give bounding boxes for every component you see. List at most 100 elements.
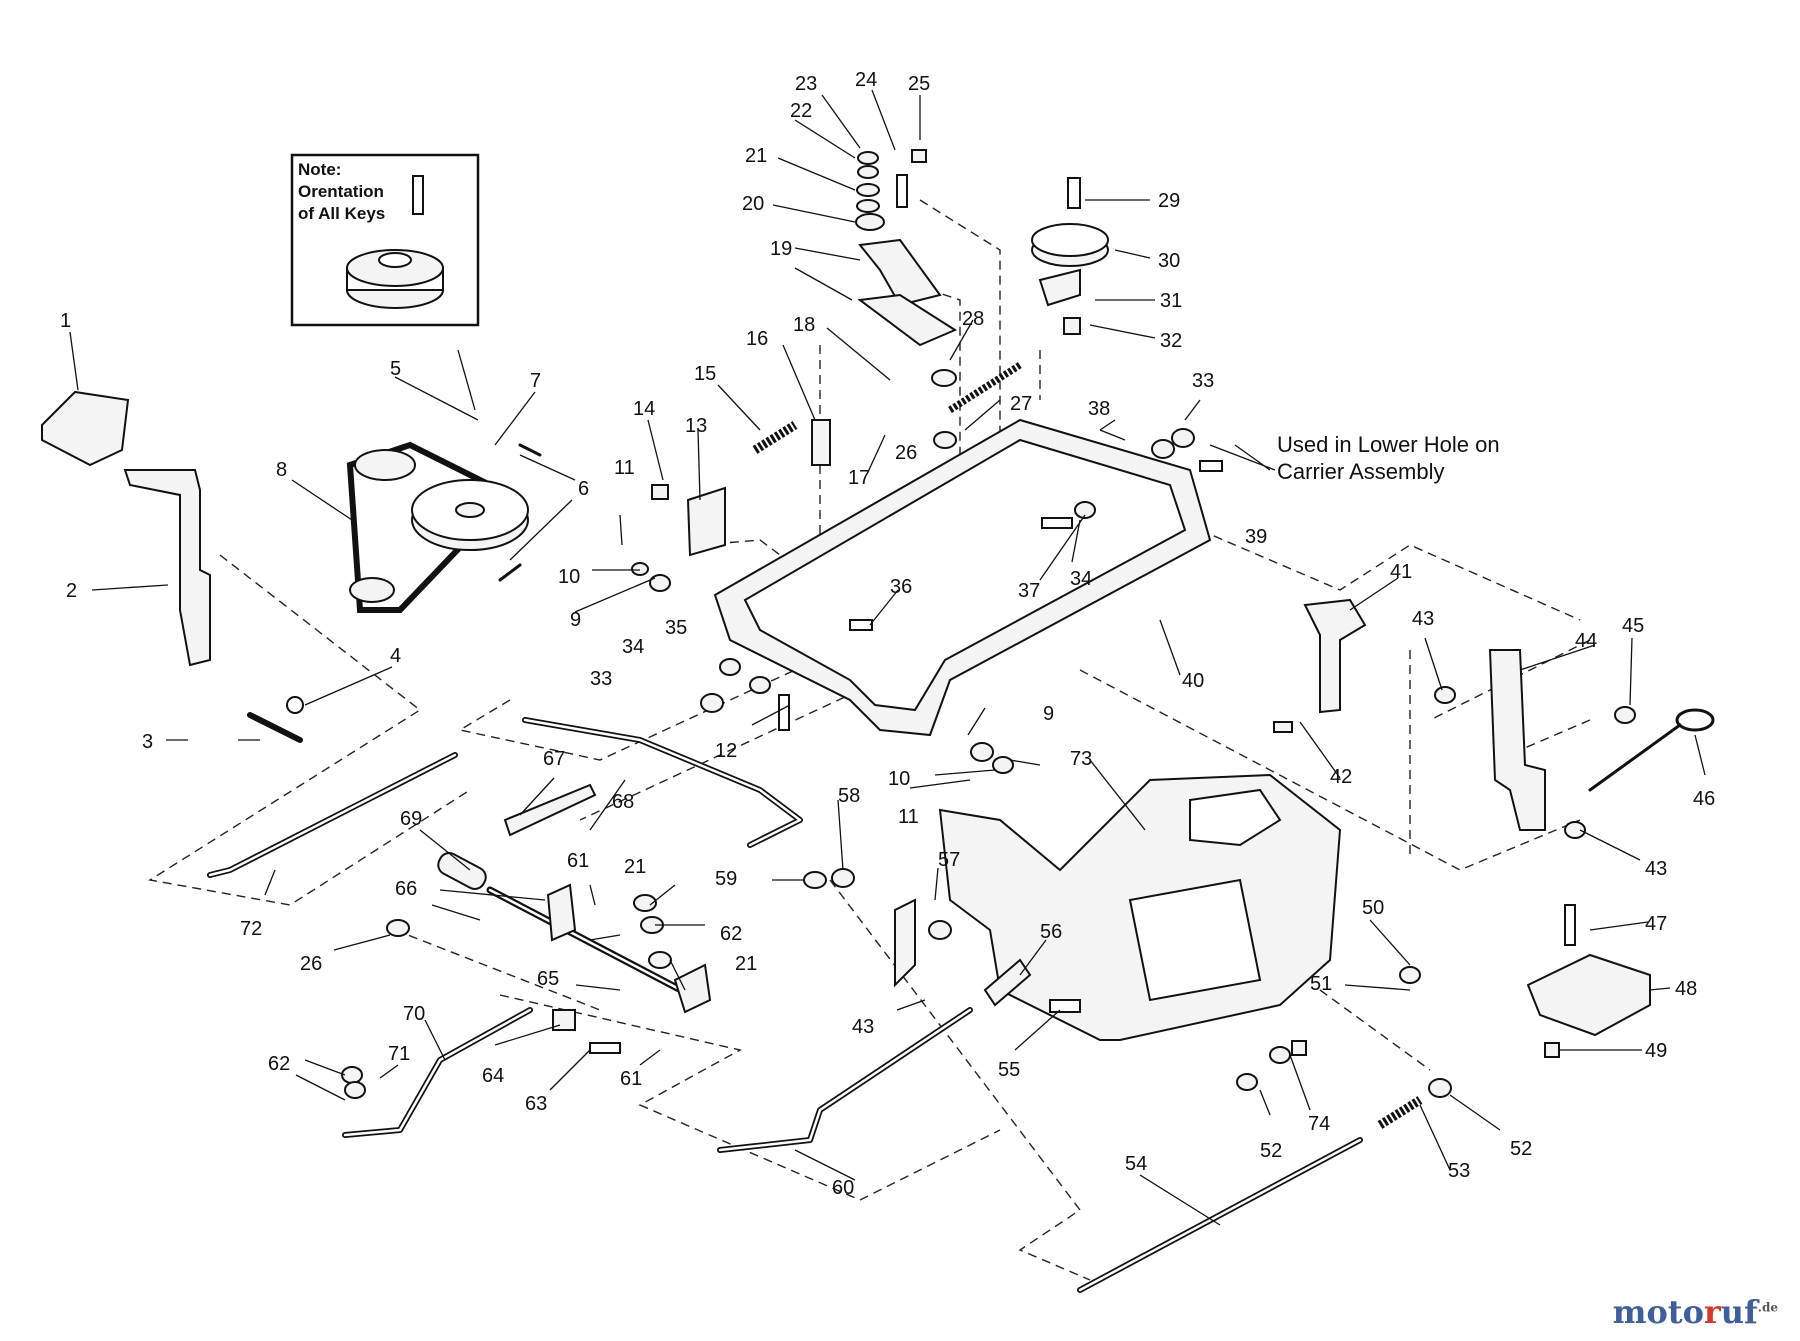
callout-23: 23 [795, 73, 817, 95]
callout-33-left: 33 [590, 668, 612, 690]
callout-14: 14 [633, 398, 655, 420]
callout-16: 16 [746, 328, 768, 350]
callout-15: 15 [694, 363, 716, 385]
callout-27: 27 [1010, 393, 1032, 415]
watermark-logo: motoruf.de [1612, 1293, 1778, 1331]
callout-9-left: 9 [570, 609, 581, 631]
annotation-line-1: Used in Lower Hole on [1277, 432, 1500, 457]
pulley-key-illustration [346, 175, 444, 309]
callout-30: 30 [1158, 250, 1180, 272]
callout-52-left: 52 [1260, 1140, 1282, 1162]
callout-41: 41 [1390, 561, 1412, 583]
callout-12: 12 [715, 740, 737, 762]
callout-35: 35 [665, 617, 687, 639]
callout-70: 70 [403, 1003, 425, 1025]
callout-61-low: 61 [620, 1068, 642, 1090]
callout-42: 42 [1330, 766, 1352, 788]
carrier-annotation: Used in Lower Hole on Carrier Assembly [1209, 432, 1500, 484]
callout-56: 56 [1040, 921, 1062, 943]
leader-lines [69, 89, 1706, 1226]
callout-43-low: 43 [852, 1016, 874, 1038]
callout-51: 51 [1310, 973, 1332, 995]
callout-40: 40 [1182, 670, 1204, 692]
callout-66: 66 [395, 878, 417, 900]
callout-61-top: 61 [567, 850, 589, 872]
callout-11-right: 11 [898, 806, 919, 828]
callout-59: 59 [715, 868, 737, 890]
callout-60: 60 [832, 1177, 854, 1199]
callout-19: 19 [770, 238, 792, 260]
callout-45: 45 [1622, 615, 1644, 637]
callout-20: 20 [742, 193, 764, 215]
pedal-arm [123, 469, 211, 667]
callout-10-right: 10 [888, 768, 910, 790]
callout-21-top: 21 [745, 145, 767, 167]
callout-8: 8 [276, 459, 287, 481]
callout-46: 46 [1693, 788, 1715, 810]
callout-7: 7 [530, 370, 541, 392]
callout-72: 72 [240, 918, 262, 940]
callout-22: 22 [790, 100, 812, 122]
callout-34-left: 34 [622, 636, 644, 658]
callout-28: 28 [962, 308, 984, 330]
callout-1: 1 [60, 310, 71, 332]
callout-36: 36 [890, 576, 912, 598]
callout-21-low: 21 [735, 953, 757, 975]
callout-2: 2 [66, 580, 77, 602]
callout-31: 31 [1160, 290, 1182, 312]
callout-71: 71 [388, 1043, 410, 1065]
callout-6: 6 [578, 478, 589, 500]
callout-3: 3 [142, 731, 153, 753]
callout-17: 17 [848, 467, 870, 489]
callout-39: 39 [1245, 526, 1267, 548]
repeat-callout-labels: 9 10 11 21 21 26 33 34 43 43 52 61 62 [268, 636, 1667, 1160]
callout-43-top: 43 [1412, 608, 1434, 630]
callout-52-right: 52 [1510, 1138, 1532, 1160]
callout-34-right: 34 [1070, 568, 1092, 590]
callout-4: 4 [390, 645, 401, 667]
callout-labels: 1 2 3 4 5 6 7 8 9 10 11 12 13 14 15 16 1… [60, 69, 1715, 1199]
callout-13: 13 [685, 415, 707, 437]
callout-55: 55 [998, 1059, 1020, 1081]
callout-33-top: 33 [1192, 370, 1214, 392]
annotation-line-2: Carrier Assembly [1277, 459, 1444, 484]
callout-10-left: 10 [558, 566, 580, 588]
callout-38: 38 [1088, 398, 1110, 420]
callout-21-mid: 21 [624, 856, 646, 878]
callout-57: 57 [938, 849, 960, 871]
callout-26-top: 26 [895, 442, 917, 464]
callout-74: 74 [1308, 1113, 1330, 1135]
note-box: Note: Orentation of All Keys [290, 153, 480, 327]
callout-9-right: 9 [1043, 703, 1054, 725]
note-line-2: Orentation [298, 182, 384, 201]
callout-58: 58 [838, 785, 860, 807]
callout-68: 68 [612, 791, 634, 813]
callout-24: 24 [855, 69, 877, 91]
note-line-1: Note: [298, 160, 341, 179]
callout-49: 49 [1645, 1040, 1667, 1062]
callout-62-left: 62 [268, 1053, 290, 1075]
callout-25: 25 [908, 73, 930, 95]
callout-43-right: 43 [1645, 858, 1667, 880]
callout-65: 65 [537, 968, 559, 990]
callout-29: 29 [1158, 190, 1180, 212]
pedal-pad [41, 390, 130, 467]
callout-73: 73 [1070, 748, 1092, 770]
callout-5: 5 [390, 358, 401, 380]
assembly-guide-lines [148, 199, 1591, 1281]
callout-50: 50 [1362, 897, 1384, 919]
callout-26-left: 26 [300, 953, 322, 975]
callout-44: 44 [1575, 630, 1597, 652]
callout-62-right: 62 [720, 923, 742, 945]
callout-48: 48 [1675, 978, 1697, 1000]
note-line-3: of All Keys [298, 204, 385, 223]
callout-64: 64 [482, 1065, 504, 1087]
callout-47: 47 [1645, 913, 1667, 935]
callout-69: 69 [400, 808, 422, 830]
callout-63: 63 [525, 1093, 547, 1115]
callout-32: 32 [1160, 330, 1182, 352]
callout-54: 54 [1125, 1153, 1147, 1175]
callout-37: 37 [1018, 580, 1040, 602]
parts [41, 149, 1715, 1293]
